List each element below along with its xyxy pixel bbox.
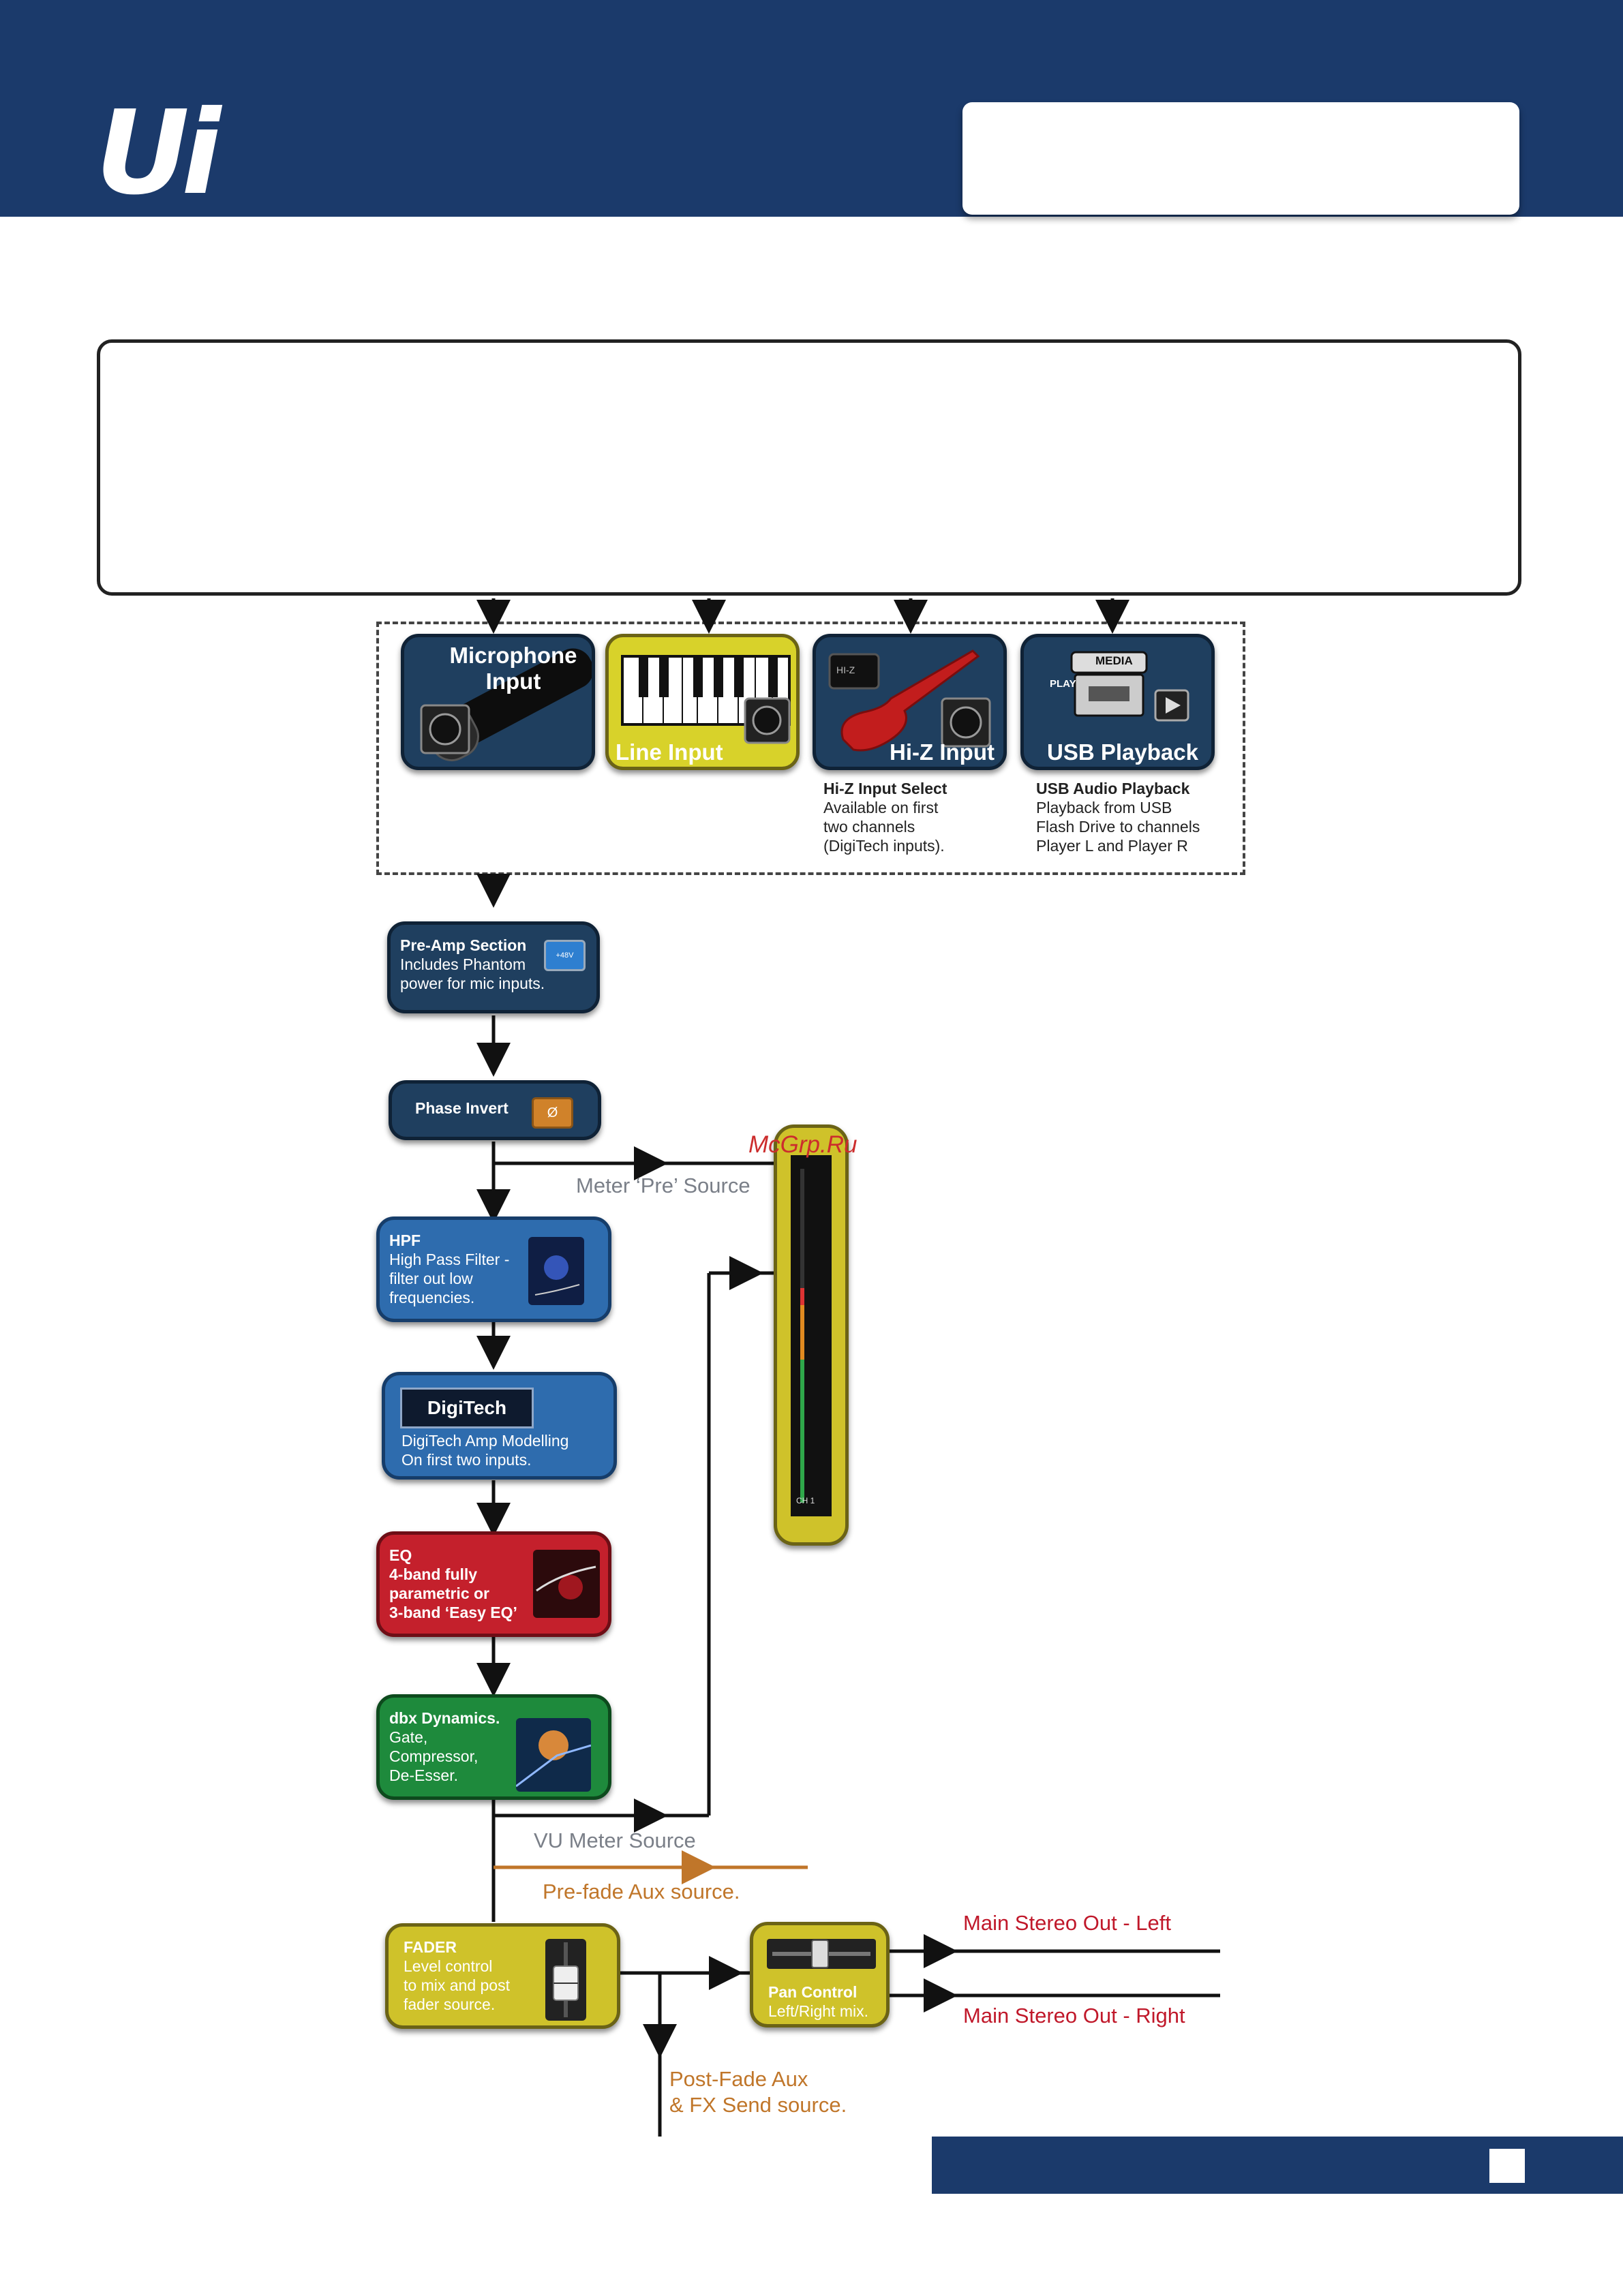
meter-pre-source-label: Meter ‘Pre’ Source: [576, 1174, 750, 1197]
pan-slider-icon: [767, 1939, 876, 1969]
main-out-right-label: Main Stereo Out - Right: [963, 2004, 1185, 2027]
eq-line: parametric or: [389, 1585, 490, 1602]
eq-title: EQ: [389, 1546, 412, 1564]
play-label: PLAY: [1050, 678, 1076, 690]
usb-playback-title: USB Playback: [1047, 739, 1198, 765]
hpf-icon: [528, 1237, 584, 1305]
digitech-line: DigiTech Amp Modelling: [401, 1432, 569, 1450]
usb-note-line: Player L and Player R: [1036, 837, 1188, 855]
mic-input-tile: Microphone Input: [401, 634, 595, 770]
phase-button: Ø: [532, 1097, 573, 1129]
page-number-box: [1489, 2149, 1525, 2183]
dbx-line: Gate,: [389, 1728, 428, 1746]
line-input-tile: Line Input: [605, 634, 800, 770]
pan-sub: Left/Right mix.: [768, 2002, 868, 2020]
prefade-aux-label: Pre-fade Aux source.: [543, 1880, 740, 1903]
phase-title: Phase Invert: [415, 1099, 509, 1117]
usb-note: USB Audio Playback Playback from USB Fla…: [1036, 779, 1200, 855]
usb-playback-tile: MEDIA PLAY USB Playback: [1020, 634, 1215, 770]
watermark: McGrp.Ru: [748, 1131, 858, 1158]
usb-note-line: Playback from USB: [1036, 799, 1172, 816]
digitech-line: On first two inputs.: [401, 1451, 532, 1469]
hiz-badge: HI-Z: [836, 664, 855, 675]
eq-tile: EQ 4-band fully parametric or 3-band ‘Ea…: [376, 1531, 611, 1637]
line-input-title: Line Input: [616, 739, 723, 765]
usb-note-title: USB Audio Playback: [1036, 780, 1190, 797]
eq-line: 4-band fully: [389, 1565, 478, 1583]
eq-icon: [533, 1550, 600, 1618]
hiz-note-line: (DigiTech inputs).: [823, 837, 945, 855]
guitar-icon: [828, 649, 991, 752]
preamp-title: Pre-Amp Section: [400, 936, 527, 954]
channel-meter: CH 1: [774, 1124, 849, 1546]
hpf-title: HPF: [389, 1231, 421, 1249]
fader-line: fader source.: [404, 1995, 496, 2013]
eq-line: 3-band ‘Easy EQ’: [389, 1604, 517, 1621]
pan-control-tile: Pan Control Left/Right mix.: [750, 1922, 890, 2027]
ui-logo: Ui: [95, 86, 221, 221]
hpf-tile: HPF High Pass Filter - filter out low fr…: [376, 1216, 611, 1322]
fader-icon: [545, 1939, 586, 2021]
main-out-left-label: Main Stereo Out - Left: [963, 1911, 1171, 1935]
digitech-logo: DigiTech: [400, 1388, 534, 1428]
fader-line: Level control: [404, 1957, 493, 1975]
pan-title: Pan Control: [768, 1983, 858, 2001]
hiz-note: Hi-Z Input Select Available on first two…: [823, 779, 947, 855]
fader-title: FADER: [404, 1938, 457, 1956]
mic-input-title: Microphone Input: [431, 643, 592, 694]
fader-tile: FADER Level control to mix and post fade…: [385, 1923, 620, 2029]
hpf-line: filter out low: [389, 1270, 473, 1287]
postfade-aux-label: Post-Fade Aux & FX Send source.: [669, 2066, 847, 2118]
preamp-section-tile: Pre-Amp Section Includes Phantom power f…: [387, 921, 600, 1013]
header-title-box: [962, 102, 1519, 215]
microphone-icon: [420, 648, 592, 761]
hiz-note-title: Hi-Z Input Select: [823, 780, 947, 797]
hiz-note-line: two channels: [823, 818, 915, 836]
phantom-power-button: +48V: [544, 940, 586, 971]
usb-note-line: Flash Drive to channels: [1036, 818, 1200, 836]
meter-strip: CH 1: [791, 1155, 832, 1516]
preamp-line: power for mic inputs.: [400, 975, 545, 992]
hiz-input-title: Hi-Z Input: [890, 739, 995, 765]
dbx-line: De-Esser.: [389, 1766, 458, 1784]
keyboard-icon: [621, 655, 791, 744]
dbx-line: Compressor,: [389, 1747, 479, 1765]
dbx-dynamics-tile: dbx Dynamics. Gate, Compressor, De-Esser…: [376, 1694, 611, 1800]
dynamics-icon: [515, 1718, 592, 1792]
fader-line: to mix and post: [404, 1976, 510, 1994]
media-label: MEDIA: [1095, 654, 1133, 667]
phase-invert-tile: Phase Invert Ø: [389, 1080, 601, 1140]
input-sources-group: [376, 622, 1245, 875]
vu-meter-source-label: VU Meter Source: [534, 1828, 696, 1852]
postfade-line: & FX Send source.: [669, 2093, 847, 2117]
hpf-line: frequencies.: [389, 1289, 475, 1306]
meter-channel-label: CH 1: [796, 1496, 815, 1505]
mic-title-line1: Microphone: [449, 643, 577, 668]
preamp-line: Includes Phantom: [400, 955, 526, 973]
hiz-note-line: Available on first: [823, 799, 939, 816]
postfade-line: Post-Fade Aux: [669, 2067, 808, 2091]
usb-media-icon: [1070, 651, 1189, 722]
dbx-title: dbx Dynamics.: [389, 1709, 500, 1727]
hpf-line: High Pass Filter -: [389, 1251, 510, 1268]
hiz-input-tile: HI-Z Hi-Z Input: [813, 634, 1007, 770]
digitech-tile: DigiTech DigiTech Amp Modelling On first…: [382, 1372, 617, 1480]
intro-text-box: [97, 339, 1521, 596]
mic-title-line2: Input: [485, 669, 541, 694]
